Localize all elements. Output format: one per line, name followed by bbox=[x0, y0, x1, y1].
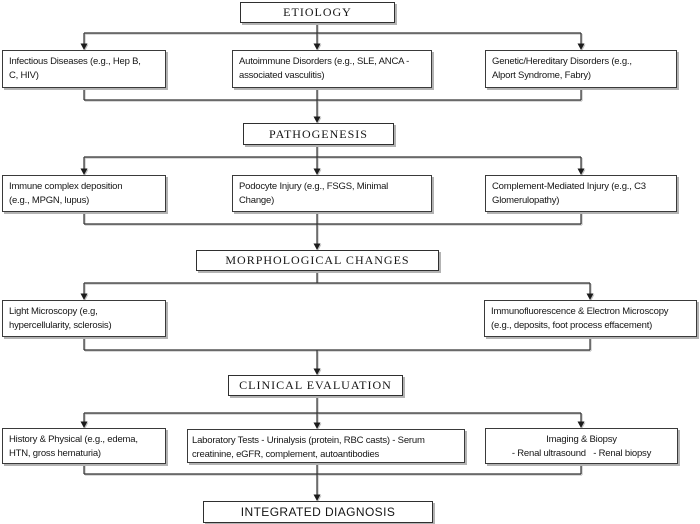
arrowhead-icon bbox=[313, 494, 321, 501]
arrowhead-icon bbox=[80, 293, 88, 300]
arrowhead-icon bbox=[313, 422, 321, 429]
node-immunofluorescence-electron-microscopy: Immunofluorescence & Electron Microscopy… bbox=[484, 300, 697, 337]
arrowhead-icon bbox=[313, 116, 321, 123]
tier1-etiology-to-row1 bbox=[83, 23, 582, 44]
tier8-row4-to-integrated bbox=[83, 463, 582, 495]
connector-lines bbox=[83, 23, 591, 495]
node-infectious-diseases: Infectious Diseases (e.g., Hep B, C, HIV… bbox=[2, 50, 166, 88]
tier3-pathogenesis-to-row2 bbox=[83, 145, 582, 169]
node-laboratory-tests: Laboratory Tests - Urinalysis (protein, … bbox=[187, 429, 465, 463]
stage-etiology: ETIOLOGY bbox=[240, 2, 395, 23]
arrowhead-icon bbox=[313, 368, 321, 375]
node-genetic-hereditary-disorders: Genetic/Hereditary Disorders (e.g., Alpo… bbox=[485, 50, 677, 88]
node-complement-mediated-injury: Complement-Mediated Injury (e.g., C3 Glo… bbox=[485, 175, 677, 212]
arrowhead-icon bbox=[577, 168, 585, 175]
arrowheads bbox=[80, 43, 594, 501]
node-history-physical: History & Physical (e.g., edema, HTN, gr… bbox=[2, 428, 166, 464]
node-autoimmune-disorders: Autoimmune Disorders (e.g., SLE, ANCA - … bbox=[232, 50, 432, 88]
arrowhead-icon bbox=[577, 421, 585, 428]
arrowhead-icon bbox=[313, 243, 321, 250]
arrowhead-icon bbox=[80, 421, 88, 428]
stage-pathogenesis: PATHOGENESIS bbox=[243, 123, 394, 145]
arrowhead-icon bbox=[80, 168, 88, 175]
node-podocyte-injury: Podocyte Injury (e.g., FSGS, Minimal Cha… bbox=[232, 175, 432, 212]
arrowhead-icon bbox=[313, 43, 321, 50]
tier2-row1-to-pathogenesis bbox=[83, 88, 582, 117]
node-imaging-biopsy: Imaging & Biopsy - Renal ultrasound - Re… bbox=[485, 428, 678, 464]
stage-integrated-diagnosis: INTEGRATED DIAGNOSIS bbox=[203, 501, 433, 523]
arrowhead-icon bbox=[313, 168, 321, 175]
tier7-clinical-to-row4 bbox=[83, 396, 582, 423]
node-immune-complex-deposition: Immune complex deposition (e.g., MPGN, l… bbox=[2, 175, 166, 212]
tier6-row3-to-clinical bbox=[83, 337, 591, 369]
stage-morphological-changes: MORPHOLOGICAL CHANGES bbox=[196, 250, 439, 271]
stage-clinical-evaluation: CLINICAL EVALUATION bbox=[228, 375, 403, 396]
arrowhead-icon bbox=[586, 293, 594, 300]
arrowhead-icon bbox=[577, 43, 585, 50]
node-light-microscopy: Light Microscopy (e.g, hypercellularity,… bbox=[2, 300, 166, 337]
arrowhead-icon bbox=[80, 43, 88, 50]
tier4-row2-to-morphological bbox=[83, 212, 582, 244]
tier5-morphological-to-row3 bbox=[83, 271, 591, 294]
